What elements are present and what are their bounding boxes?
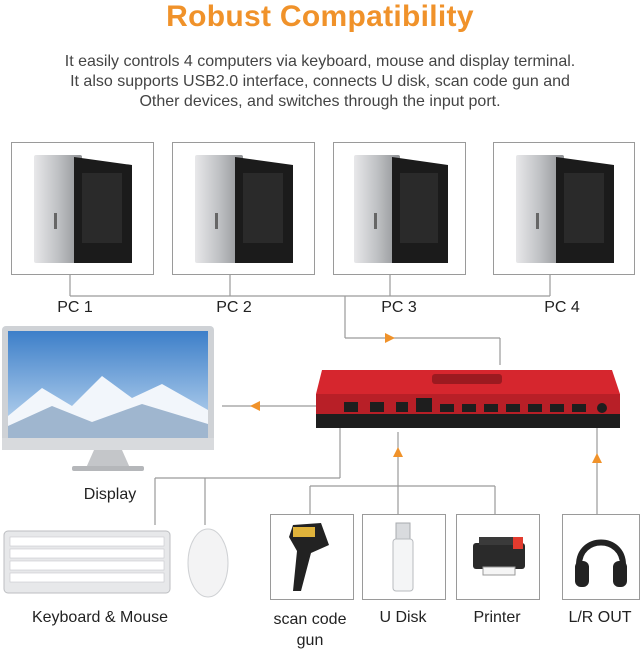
printer-image — [473, 537, 525, 576]
monitor-image — [2, 326, 214, 471]
printer-label: Printer — [473, 609, 521, 626]
headphones-image — [575, 539, 627, 587]
udisk-image — [392, 522, 414, 592]
keyboard-mouse-card — [2, 525, 236, 599]
pc-2-image — [195, 155, 293, 263]
audio-label: L/R OUT — [568, 609, 632, 626]
audio-card — [562, 514, 640, 600]
udisk-card — [362, 514, 446, 600]
pc-3-card — [333, 142, 466, 275]
pc-3-label: PC 3 — [381, 299, 417, 316]
pc-1-card — [11, 142, 154, 275]
scanner-label-line-1: scan code — [273, 611, 347, 628]
scanner-image — [289, 523, 329, 591]
scanner-label: scan code gun — [262, 609, 358, 651]
printer-card — [456, 514, 540, 600]
pc-4-card — [493, 142, 635, 275]
description: It easily controls 4 computers via keybo… — [0, 52, 640, 112]
pc-2-card — [172, 142, 315, 275]
scanner-label-line-2: gun — [296, 632, 324, 649]
pc-3-image — [354, 155, 448, 263]
pc-4-label: PC 4 — [544, 299, 580, 316]
keyboard-mouse-image — [3, 528, 229, 598]
udisk-label: U Disk — [379, 609, 427, 626]
pc-1-label: PC 1 — [57, 299, 93, 316]
pc-1-image — [34, 155, 132, 263]
keyboard-mouse-label: Keyboard & Mouse — [31, 609, 169, 626]
kvm-switch-image — [316, 370, 620, 428]
description-line-1: It easily controls 4 computers via keybo… — [64, 53, 576, 70]
description-line-2: It also supports USB2.0 interface, conne… — [70, 73, 570, 90]
page-title: Robust Compatibility — [166, 0, 474, 33]
pc-4-image — [516, 155, 614, 263]
scanner-card — [270, 514, 354, 600]
description-line-3: Other devices, and switches through the … — [139, 93, 501, 110]
pc-2-label: PC 2 — [216, 299, 252, 316]
display-label: Display — [83, 486, 137, 503]
